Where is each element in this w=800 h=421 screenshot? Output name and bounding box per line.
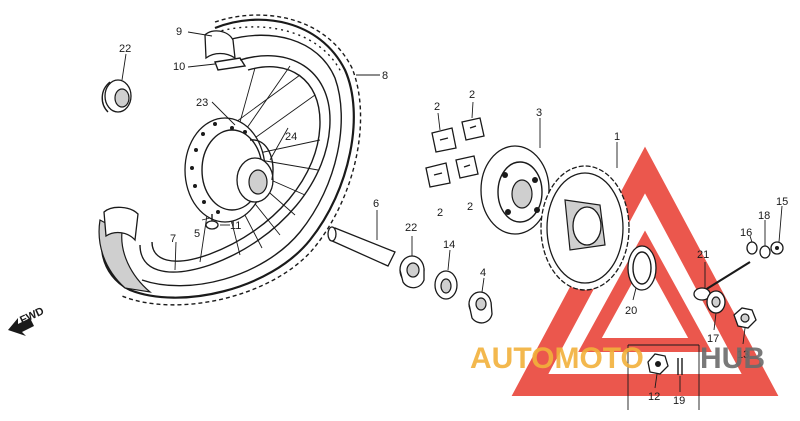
callout-17: 17 — [707, 333, 719, 345]
part-13-axle-nut — [733, 307, 757, 329]
rear-wheel — [98, 14, 362, 306]
callout-2-a: 2 — [434, 101, 440, 113]
callout-2-b: 2 — [469, 89, 475, 101]
callout-12: 12 — [648, 391, 660, 403]
part-18-washer — [759, 245, 771, 259]
callout-18: 18 — [758, 210, 770, 222]
part-15-nut — [770, 241, 784, 255]
part-19-cotter-pin — [677, 358, 683, 375]
part-17-adjuster — [706, 290, 726, 314]
part-3-sprocket-carrier — [480, 145, 550, 235]
part-11-nut — [205, 220, 219, 230]
callout-11: 11 — [230, 220, 241, 232]
callout-16: 16 — [740, 227, 752, 239]
watermark-text: AUTOMOTO HUB — [470, 342, 765, 375]
callout-7: 7 — [170, 233, 176, 245]
part-6-axle-sleeve — [327, 226, 396, 267]
callout-2-c: 2 — [437, 207, 443, 219]
callout-22-left: 22 — [119, 43, 131, 55]
part-22-bearing-left — [101, 79, 132, 113]
rim-outer — [139, 55, 331, 273]
callout-10: 10 — [173, 61, 185, 73]
callout-3: 3 — [536, 107, 542, 119]
callout-2-d: 2 — [467, 201, 473, 213]
callout-14: 14 — [443, 239, 455, 251]
part-22-collar — [399, 255, 425, 289]
part-16-washer — [746, 241, 758, 255]
part-2-dampers — [425, 117, 485, 188]
callout-1: 1 — [614, 131, 620, 143]
hub-shoulder — [249, 139, 274, 181]
part-21-bolt — [693, 261, 751, 301]
callout-13: 13 — [737, 349, 749, 361]
callout-labels: 9 10 22 23 24 8 5 11 7 2 2 2 2 3 1 6 22 … — [119, 26, 788, 407]
watermark-hub: HUB — [700, 342, 765, 375]
forward-direction-arrow-icon — [8, 318, 34, 336]
callout-6: 6 — [373, 198, 379, 210]
callout-21: 21 — [697, 249, 709, 261]
callout-15: 15 — [776, 196, 788, 208]
hub-axle-hole — [248, 169, 268, 195]
part-14-seal — [434, 270, 458, 300]
callout-23: 23 — [196, 97, 208, 109]
callout-4: 4 — [480, 267, 486, 279]
rim-band — [214, 57, 247, 71]
group-bracket-lines — [627, 344, 700, 410]
callout-9: 9 — [176, 26, 182, 38]
callout-19: 19 — [673, 395, 685, 407]
watermark-automoto: AUTOMOTO — [470, 342, 644, 375]
leader-lines — [121, 31, 783, 392]
tube-top-section — [204, 30, 236, 60]
part-1-sprocket — [540, 165, 630, 291]
hub-spoke-holes — [190, 122, 247, 214]
tire-inner-edge — [141, 34, 342, 287]
part-4-collar — [468, 291, 493, 324]
tube-cutaway-section — [103, 206, 139, 242]
tire-cutaway-section — [98, 219, 153, 293]
callout-24: 24 — [285, 131, 297, 143]
part-20-lock-plate — [627, 245, 657, 291]
callout-5: 5 — [194, 228, 200, 240]
tire-tread-top — [209, 26, 343, 75]
callout-22-center: 22 — [405, 222, 417, 234]
rim-inner — [151, 66, 321, 262]
part-12-nut — [647, 353, 669, 375]
callout-20: 20 — [625, 305, 637, 317]
tire-tread — [121, 14, 362, 306]
callout-8: 8 — [382, 70, 388, 82]
